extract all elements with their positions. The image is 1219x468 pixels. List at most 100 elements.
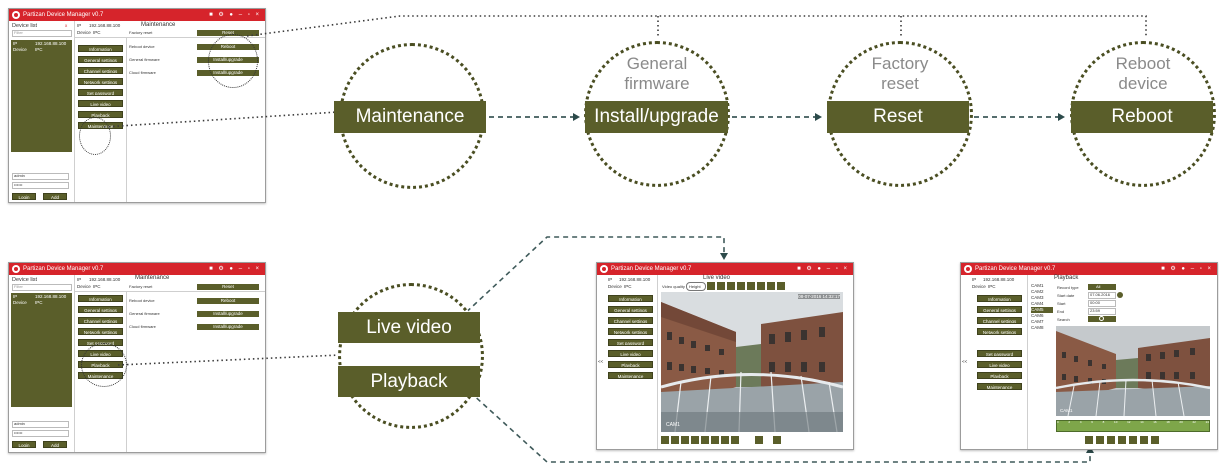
ptz-btn-6[interactable] [711, 436, 719, 444]
collapse-arrow-icon[interactable]: << [598, 359, 604, 364]
toolbar-btn-3[interactable] [727, 282, 735, 290]
record-type-select[interactable]: All [1088, 284, 1116, 290]
end-time-field[interactable]: 23:59 [1088, 308, 1116, 315]
stop-button[interactable] [1107, 436, 1115, 444]
ptz-btn-8[interactable] [731, 436, 739, 444]
window-title: Partizan Device Manager v0.7 [23, 12, 104, 18]
start-time-field[interactable]: 00:00 [1088, 300, 1116, 307]
menu-live-video[interactable]: Live video [977, 361, 1022, 368]
snapshot-button[interactable] [1129, 436, 1137, 444]
playback-timeline[interactable] [1056, 420, 1210, 432]
cam-item[interactable]: CAM3 [1031, 295, 1044, 300]
cam-item[interactable]: CAM7 [1031, 319, 1044, 324]
cam-item[interactable]: CAM4 [1031, 301, 1044, 306]
password-field[interactable]: •••••• [12, 430, 69, 437]
ptz-btn-1[interactable] [661, 436, 669, 444]
menu-channel-settings[interactable]: Channel settings [977, 317, 1022, 324]
login-button[interactable]: Login [12, 441, 36, 448]
reboot-button[interactable]: Reboot [197, 298, 259, 304]
menu-playback[interactable]: Playback [608, 361, 653, 368]
search-button[interactable] [1088, 316, 1116, 322]
play-button[interactable] [1085, 436, 1093, 444]
window-controls[interactable]: ■ ⚙ ● – ▫ × [209, 266, 261, 272]
cam-item[interactable]: CAM2 [1031, 289, 1044, 294]
menu-general-settings[interactable]: General settings [608, 306, 653, 313]
start-date-field[interactable]: 07.06.2016 [1088, 292, 1116, 299]
reset-button[interactable]: Reset [197, 284, 259, 290]
toolbar-btn-5[interactable] [747, 282, 755, 290]
toolbar-btn-7[interactable] [767, 282, 775, 290]
menu-live-video[interactable]: Live video [78, 100, 123, 107]
ip-label: IP [77, 23, 82, 28]
device-row-selected[interactable]: IP 192.168.88.100 Device IPC [11, 293, 72, 307]
install-upgrade-button[interactable]: Install/upgrade [197, 311, 259, 317]
playback-video-frame[interactable]: CAM1 [1056, 326, 1210, 416]
cam-item-selected[interactable]: CAM5 [1031, 307, 1053, 313]
collapse-arrow-icon[interactable]: << [962, 359, 968, 364]
cam-item[interactable]: CAM8 [1031, 325, 1044, 330]
menu-information[interactable]: Information [78, 295, 123, 302]
menu-network-settings[interactable]: Network settings [78, 328, 123, 335]
speed-button[interactable] [1118, 436, 1126, 444]
menu-maintenance[interactable]: Maintenance [977, 383, 1022, 390]
menu-general-settings[interactable]: General settings [78, 306, 123, 313]
fullscreen-button[interactable] [1151, 436, 1159, 444]
toolbar-btn-2[interactable] [717, 282, 725, 290]
ptz-btn-3[interactable] [681, 436, 689, 444]
toolbar-btn-4[interactable] [737, 282, 745, 290]
add-button[interactable]: Add [43, 441, 67, 448]
login-field[interactable]: admin [12, 173, 69, 180]
pause-button[interactable] [1096, 436, 1104, 444]
menu-general-settings[interactable]: General settings [977, 306, 1022, 313]
menu-channel-settings[interactable]: Channel settings [78, 317, 123, 324]
reset-button[interactable]: Reset [197, 30, 259, 36]
menu-live-video[interactable]: Live video [608, 350, 653, 357]
window-title: Partizan Device Manager v0.7 [23, 266, 104, 272]
download-button[interactable] [1140, 436, 1148, 444]
login-field[interactable]: admin [12, 421, 69, 428]
menu-maintenance[interactable]: Maintenance [608, 372, 653, 379]
device-label: Device [608, 284, 622, 289]
calendar-icon[interactable] [1117, 292, 1123, 298]
menu-set-password[interactable]: Set password [977, 350, 1022, 357]
camera-scene [661, 292, 843, 432]
cam-item[interactable]: CAM1 [1031, 283, 1044, 288]
login-button[interactable]: Login [12, 193, 36, 200]
window-controls[interactable]: ■ ⚙ ● – ▫ × [797, 266, 849, 272]
menu-set-password[interactable]: Set password [608, 339, 653, 346]
toolbar-btn-1[interactable] [707, 282, 715, 290]
menu-channel-settings[interactable]: Channel settings [608, 317, 653, 324]
menu-channel-settings[interactable]: Channel settings [78, 67, 123, 74]
live-video-frame[interactable]: 08-07-2016 14:32:17 CAM1 [661, 292, 843, 432]
window-controls[interactable]: ■ ⚙ ● – ▫ × [1161, 266, 1213, 272]
menu-network-settings[interactable]: Network settings [977, 328, 1022, 335]
window-controls[interactable]: ■ ⚙ ● – ▫ × [209, 12, 261, 18]
menu-information[interactable]: Information [608, 295, 653, 302]
add-button[interactable]: Add [43, 193, 67, 200]
filter-field[interactable]: Filter [12, 30, 72, 37]
toolbar-btn-6[interactable] [757, 282, 765, 290]
ptz-btn-4[interactable] [691, 436, 699, 444]
cam-item[interactable]: CAM6 [1031, 313, 1044, 318]
ptz-btn-5[interactable] [701, 436, 709, 444]
menu-playback[interactable]: Playback [977, 372, 1022, 379]
password-field[interactable]: •••••• [12, 182, 69, 189]
device-row-selected[interactable]: IP 192.168.88.100 Device IPC [11, 40, 72, 54]
ptz-btn-2[interactable] [671, 436, 679, 444]
ptz-btn-7[interactable] [721, 436, 729, 444]
cloud-install-upgrade-button[interactable]: Install/upgrade [197, 324, 259, 330]
menu-network-settings[interactable]: Network settings [608, 328, 653, 335]
menu-information[interactable]: Information [78, 45, 123, 52]
app-logo-icon [600, 265, 608, 273]
ptz-btn-9[interactable] [755, 436, 763, 444]
filter-field[interactable]: Filter [12, 284, 72, 291]
menu-network-settings[interactable]: Network settings [78, 78, 123, 85]
sidebar-close-icon[interactable]: x [65, 23, 68, 28]
panel-title: Live video [703, 275, 731, 281]
ptz-btn-10[interactable] [773, 436, 781, 444]
menu-information[interactable]: Information [977, 295, 1022, 302]
menu-set-password[interactable]: Set password [78, 89, 123, 96]
menu-general-settings[interactable]: General settings [78, 56, 123, 63]
toolbar-btn-8[interactable] [777, 282, 785, 290]
video-quality-select[interactable]: Height [686, 282, 706, 291]
